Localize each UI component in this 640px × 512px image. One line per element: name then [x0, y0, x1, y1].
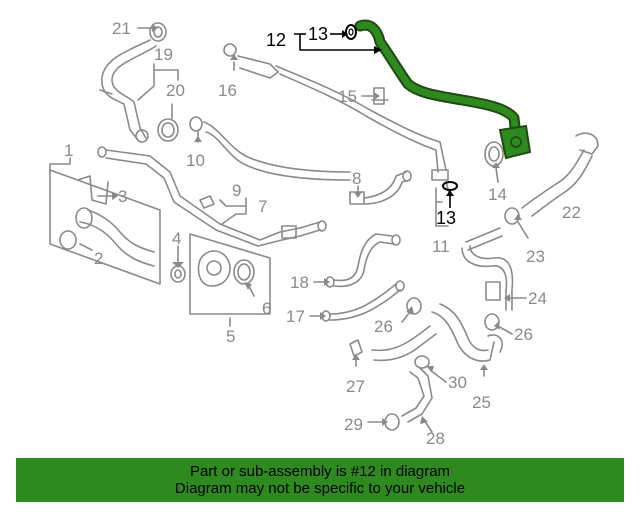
- label-17: 17: [286, 307, 305, 326]
- part-5-box: [189, 233, 271, 315]
- part-12-pipe-highlighted[interactable]: [354, 19, 532, 160]
- part-27-clamp: [349, 339, 363, 357]
- label-26b: 26: [514, 325, 533, 344]
- part-13-o-ring-top: [345, 24, 357, 40]
- label-12: 12: [266, 30, 286, 50]
- label-28: 28: [426, 429, 445, 448]
- part-1-assembly-box: [49, 169, 161, 285]
- label-18: 18: [290, 273, 309, 292]
- label-22: 22: [562, 203, 581, 222]
- leader-lines-dark: [294, 33, 451, 208]
- part-17-pipe: [321, 280, 405, 322]
- part-16-hose: [223, 43, 279, 79]
- label-5: 5: [226, 327, 235, 346]
- part-labels: 21 19 20 16 15 10 1 3 2 4 5 6 7 8 9 11 1…: [64, 19, 581, 448]
- part-30-clamp: [414, 355, 430, 369]
- label-23: 23: [526, 247, 545, 266]
- part-18-pipe: [325, 233, 401, 288]
- label-29: 29: [344, 415, 363, 434]
- part-labels-dark: 12 13 13: [266, 24, 456, 228]
- part-14-gasket: [484, 141, 504, 167]
- coolant-pipe-lower: [97, 146, 327, 247]
- label-24: 24: [528, 289, 547, 308]
- part-4-clamp: [170, 265, 186, 283]
- part-25-hose: [371, 303, 503, 362]
- label-6: 6: [262, 299, 271, 318]
- label-25: 25: [472, 393, 491, 412]
- label-13-top: 13: [308, 24, 328, 44]
- label-20: 20: [166, 81, 185, 100]
- banner-line-2: Diagram may not be specific to your vehi…: [174, 480, 466, 497]
- part-22-hose: [521, 132, 599, 217]
- label-1: 1: [64, 141, 73, 160]
- label-19: 19: [154, 45, 173, 64]
- coolant-pipe-long: [275, 65, 449, 181]
- banner-background: [16, 458, 624, 502]
- part-21-clamp: [149, 22, 167, 42]
- leader-lines: [49, 27, 529, 433]
- part-19-hose: [99, 39, 157, 143]
- part-28-hose: [401, 367, 433, 423]
- info-banner: Part or sub-assembly is #12 in diagram D…: [16, 458, 624, 502]
- arrow-heads: [112, 24, 522, 426]
- label-16: 16: [218, 81, 237, 100]
- label-4: 4: [172, 229, 181, 248]
- part-9-clip: [199, 195, 215, 209]
- label-27: 27: [346, 377, 365, 396]
- label-26a: 26: [374, 317, 393, 336]
- label-14: 14: [488, 185, 507, 204]
- label-21: 21: [112, 19, 131, 38]
- label-11: 11: [432, 237, 450, 256]
- label-10: 10: [186, 151, 205, 170]
- label-2: 2: [94, 249, 103, 268]
- part-26-clamp: [406, 297, 500, 331]
- label-7: 7: [258, 197, 267, 216]
- part-24-pipe: [461, 227, 514, 311]
- label-30: 30: [448, 373, 467, 392]
- label-3: 3: [118, 187, 127, 206]
- part-10-clamp: [189, 116, 351, 181]
- part-13-o-ring-lower: [442, 181, 458, 191]
- label-9: 9: [232, 181, 241, 200]
- label-15: 15: [338, 87, 357, 106]
- label-8: 8: [352, 169, 361, 188]
- part-20-gasket: [157, 118, 179, 142]
- label-13-lower: 13: [436, 208, 456, 228]
- arrow-heads-dark: [342, 30, 454, 196]
- banner-line-1: Part or sub-assembly is #12 in diagram: [189, 463, 451, 480]
